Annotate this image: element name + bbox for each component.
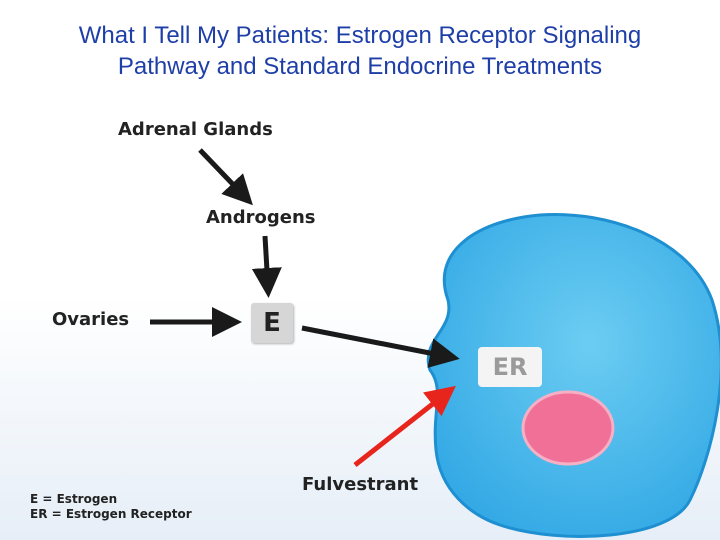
arrow-adrenal-to-androgens [198,148,253,206]
ovaries-label: Ovaries [52,309,130,330]
arrow-androgens-to-estrogen [251,235,282,298]
arrow-estrogen-to-receptor [301,325,460,368]
legend: E = Estrogen ER = Estrogen Receptor [30,492,192,522]
nucleus [521,390,615,466]
cell-body [426,212,720,538]
adrenal-glands-label: Adrenal Glands [118,119,273,140]
estrogen-box: E [251,303,293,343]
estrogen-receptor-box: ER [478,347,542,387]
androgens-label: Androgens [206,207,316,228]
slide-title: What I Tell My Patients: Estrogen Recept… [78,22,642,80]
estrogen-receptor-box-label: ER [492,353,528,381]
arrow-fulvestrant-to-receptor [353,385,456,467]
estrogen-box-label: E [263,308,281,338]
legend-estrogen-receptor: ER = Estrogen Receptor [30,507,192,521]
legend-estrogen: E = Estrogen [30,492,118,506]
fulvestrant-label: Fulvestrant [302,474,419,495]
